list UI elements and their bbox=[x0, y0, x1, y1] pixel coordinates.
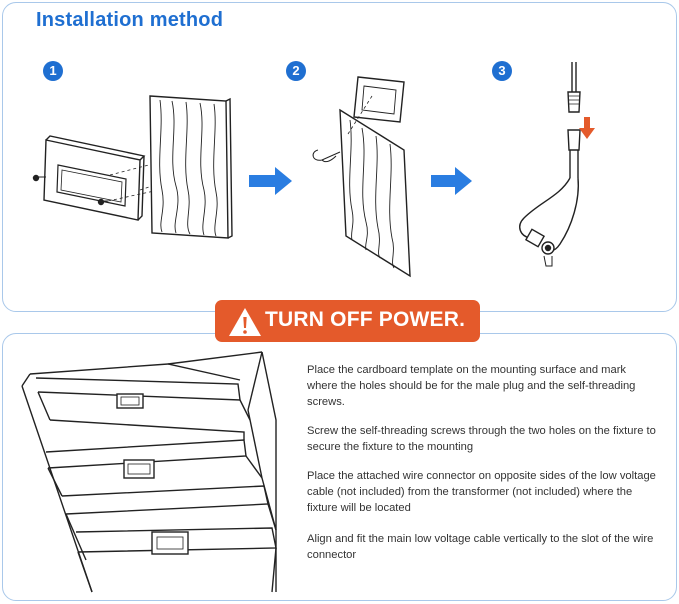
right-arrow-icon bbox=[249, 167, 292, 195]
step-1-badge: 1 bbox=[43, 61, 63, 81]
instruction-2: Screw the self-threading screws through … bbox=[307, 425, 656, 453]
instruction-3: Place the attached wire connector on opp… bbox=[307, 470, 656, 514]
down-arrow-icon bbox=[579, 117, 595, 139]
template-panel-illustration bbox=[312, 76, 411, 278]
warning-banner: TURN OFF POWER. bbox=[215, 300, 480, 342]
wood-panel-illustration bbox=[149, 95, 233, 239]
instruction-1: Place the cardboard template on the moun… bbox=[307, 364, 636, 408]
right-arrow-icon bbox=[431, 167, 472, 195]
step-3-badge: 3 bbox=[492, 61, 512, 81]
fixture-plate-illustration bbox=[32, 135, 215, 221]
page-title: Installation method bbox=[36, 9, 224, 31]
warning-text: TURN OFF POWER. bbox=[265, 308, 466, 331]
staircase-illustration bbox=[21, 351, 277, 593]
step-2-badge: 2 bbox=[286, 61, 306, 81]
warning-triangle-icon bbox=[229, 308, 261, 336]
wire-connector-illustration bbox=[519, 62, 581, 267]
instruction-4: Align and fit the main low voltage cable… bbox=[307, 533, 654, 561]
